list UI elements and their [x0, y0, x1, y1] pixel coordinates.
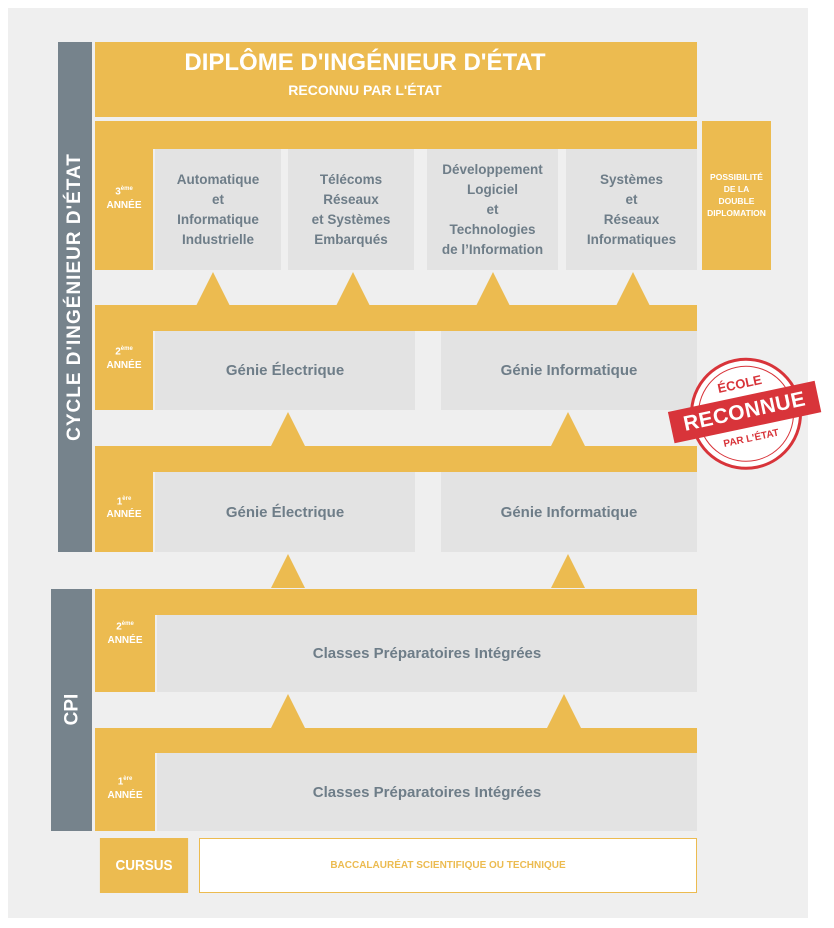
cpi2-label-block: 2ème ANNÉE — [95, 589, 155, 692]
year1-genie-electrique: Génie Électrique — [155, 472, 415, 552]
double-diploma-text: POSSIBILITÉ DE LA DOUBLE DIPLOMATION — [707, 172, 766, 218]
arrow-up — [196, 272, 230, 306]
arrow-up — [271, 412, 305, 446]
cpi-sidebar: CPI — [51, 589, 92, 831]
specialization-telecoms: Télécoms Réseaux et Systèmes Embarqués — [288, 149, 414, 270]
year3-suffix: ème — [120, 186, 133, 193]
cpi2-word: ANNÉE — [107, 634, 143, 646]
year1-bar — [153, 446, 697, 472]
year1-label-block: 1ère ANNÉE — [95, 446, 153, 552]
year3-number: 3 — [115, 186, 121, 198]
cpi1-label-block: 1ère ANNÉE — [95, 728, 155, 831]
year1-suffix: ère — [122, 495, 132, 502]
arrow-up — [476, 272, 510, 306]
year2-genie-informatique: Génie Informatique — [441, 331, 697, 410]
diploma-title: DIPLÔME D'INGÉNIEUR D'ÉTAT — [184, 49, 546, 76]
diploma-subtitle: RECONNU PAR L'ÉTAT — [288, 82, 442, 98]
year2-genie-electrique: Génie Électrique — [155, 331, 415, 410]
year1-word: ANNÉE — [106, 509, 142, 521]
specialization-systemes: Systèmes et Réseaux Informatiques — [566, 149, 697, 270]
cursus-label: CURSUS — [99, 838, 189, 893]
arrow-up — [547, 694, 581, 728]
arrow-up — [551, 412, 585, 446]
year3-bar — [153, 121, 697, 149]
arrow-up — [616, 272, 650, 306]
specialization-automatique: Automatique et Informatique Industrielle — [155, 149, 281, 270]
cpi1-classes-preparatoires: Classes Préparatoires Intégrées — [157, 753, 697, 831]
arrow-up — [551, 554, 585, 588]
year1-label: 1ère ANNÉE — [95, 446, 153, 552]
cycle-sidebar-label: CYCLE D'INGÉNIEUR D'ÉTAT — [64, 153, 85, 441]
year3-label: 3ème ANNÉE — [95, 121, 153, 270]
year2-suffix: ème — [120, 346, 133, 353]
specialization-developpement: Développement Logiciel et Technologies d… — [427, 149, 558, 270]
cpi1-bar — [155, 728, 697, 753]
cpi-sidebar-label: CPI — [61, 693, 82, 726]
cpi2-bar — [155, 589, 697, 615]
year1-genie-informatique: Génie Informatique — [441, 472, 697, 552]
year2-bar — [153, 305, 697, 331]
double-diploma-box: POSSIBILITÉ DE LA DOUBLE DIPLOMATION — [702, 121, 771, 270]
cpi1-word: ANNÉE — [107, 789, 143, 801]
arrow-up — [336, 272, 370, 306]
cycle-sidebar: CYCLE D'INGÉNIEUR D'ÉTAT — [58, 42, 92, 552]
cpi2-label: 2ème ANNÉE — [95, 589, 155, 692]
cpi2-classes-preparatoires: Classes Préparatoires Intégrées — [157, 615, 697, 692]
year2-word: ANNÉE — [106, 359, 142, 371]
cpi1-suffix: ère — [123, 776, 133, 783]
cpi1-number: 1 — [117, 776, 124, 788]
year1-number: 1 — [116, 496, 123, 508]
cpi2-number: 2 — [116, 621, 122, 633]
cursus-value-box: BACCALAURÉAT SCIENTIFIQUE OU TECHNIQUE — [199, 838, 697, 893]
cpi2-suffix: ème — [121, 621, 134, 628]
arrow-up — [271, 694, 305, 728]
diploma-header: DIPLÔME D'INGÉNIEUR D'ÉTAT RECONNU PAR L… — [95, 42, 697, 117]
year2-number: 2 — [115, 346, 121, 358]
year3-label-block: 3ème ANNÉE — [95, 121, 153, 270]
arrow-up — [271, 554, 305, 588]
year2-label: 2ème ANNÉE — [95, 305, 153, 410]
year2-label-block: 2ème ANNÉE — [95, 305, 153, 410]
cpi1-label: 1ère ANNÉE — [95, 728, 155, 831]
year3-word: ANNÉE — [106, 199, 142, 211]
